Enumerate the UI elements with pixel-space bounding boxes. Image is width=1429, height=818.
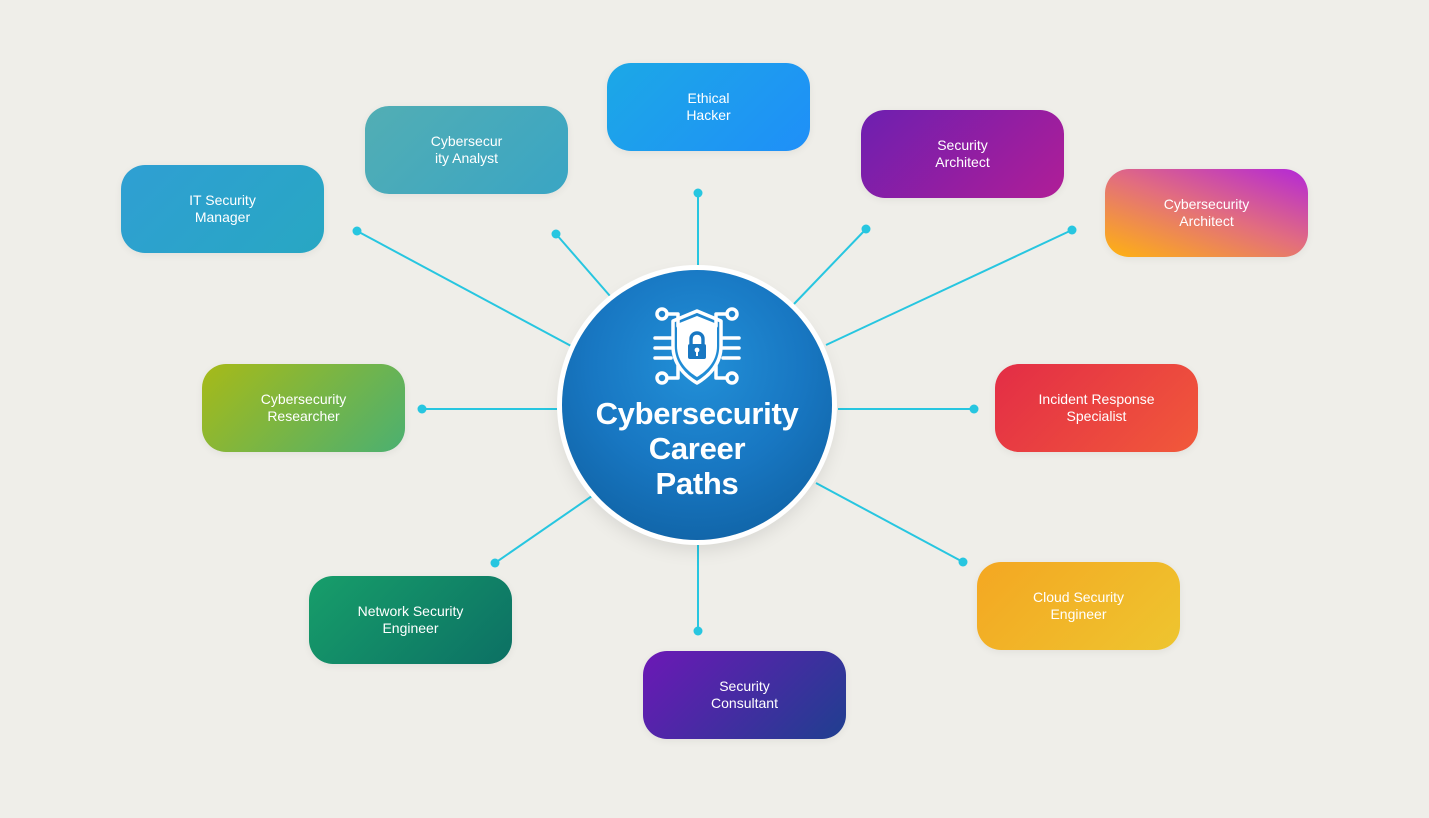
connector-dot-cybersecurity-architect [1067, 225, 1077, 235]
career-node-cloud-security-engineer: Cloud Security Engineer [977, 562, 1180, 650]
connector-security-architect [793, 228, 867, 305]
connector-dot-security-consultant [693, 626, 703, 636]
connector-cybersecurity-analyst [555, 233, 611, 297]
connector-network-security-engineer [494, 495, 593, 564]
career-label: Cybersecurity Architect [1163, 196, 1250, 229]
connector-cybersecurity-architect [825, 229, 1073, 346]
career-label: Cloud Security Engineer [1032, 589, 1125, 622]
central-hub: Cybersecurity Career Paths [562, 270, 832, 540]
shield-lock-circuit-icon [653, 307, 741, 385]
connector-it-security-manager [356, 230, 574, 348]
connector-dot-cloud-security-engineer [958, 557, 968, 567]
career-node-security-consultant: Security Consultant [643, 651, 846, 739]
connector-dot-incident-response-specialist [969, 404, 979, 414]
career-node-cybersecurity-researcher: Cybersecurity Researcher [202, 364, 405, 452]
career-label: Security Architect [935, 137, 990, 170]
career-node-network-security-engineer: Network Security Engineer [309, 576, 512, 664]
career-label: Incident Response Specialist [1038, 391, 1155, 424]
career-node-cybersecurity-architect: Cybersecurity Architect [1105, 169, 1308, 257]
connector-dot-network-security-engineer [490, 558, 500, 568]
career-label: IT Security Manager [189, 192, 256, 225]
career-label: Cybersecurity Researcher [260, 391, 347, 424]
career-label: Network Security Engineer [357, 603, 464, 636]
career-node-it-security-manager: IT Security Manager [121, 165, 324, 253]
connector-cloud-security-engineer [815, 482, 964, 563]
connector-dot-security-architect [861, 224, 871, 234]
career-label: Cybersecur ity Analyst [430, 133, 503, 166]
career-label: Security Consultant [711, 678, 778, 711]
connector-dot-it-security-manager [352, 226, 362, 236]
career-node-security-architect: Security Architect [861, 110, 1064, 198]
connector-dot-ethical-hacker [693, 188, 703, 198]
career-node-ethical-hacker: Ethical Hacker [607, 63, 810, 151]
hub-title: Cybersecurity Career Paths [595, 396, 799, 501]
connector-dot-cybersecurity-analyst [551, 229, 561, 239]
career-node-cybersecurity-analyst: Cybersecur ity Analyst [365, 106, 568, 194]
career-node-incident-response-specialist: Incident Response Specialist [995, 364, 1198, 452]
connector-dot-cybersecurity-researcher [417, 404, 427, 414]
career-label: Ethical Hacker [686, 90, 731, 123]
